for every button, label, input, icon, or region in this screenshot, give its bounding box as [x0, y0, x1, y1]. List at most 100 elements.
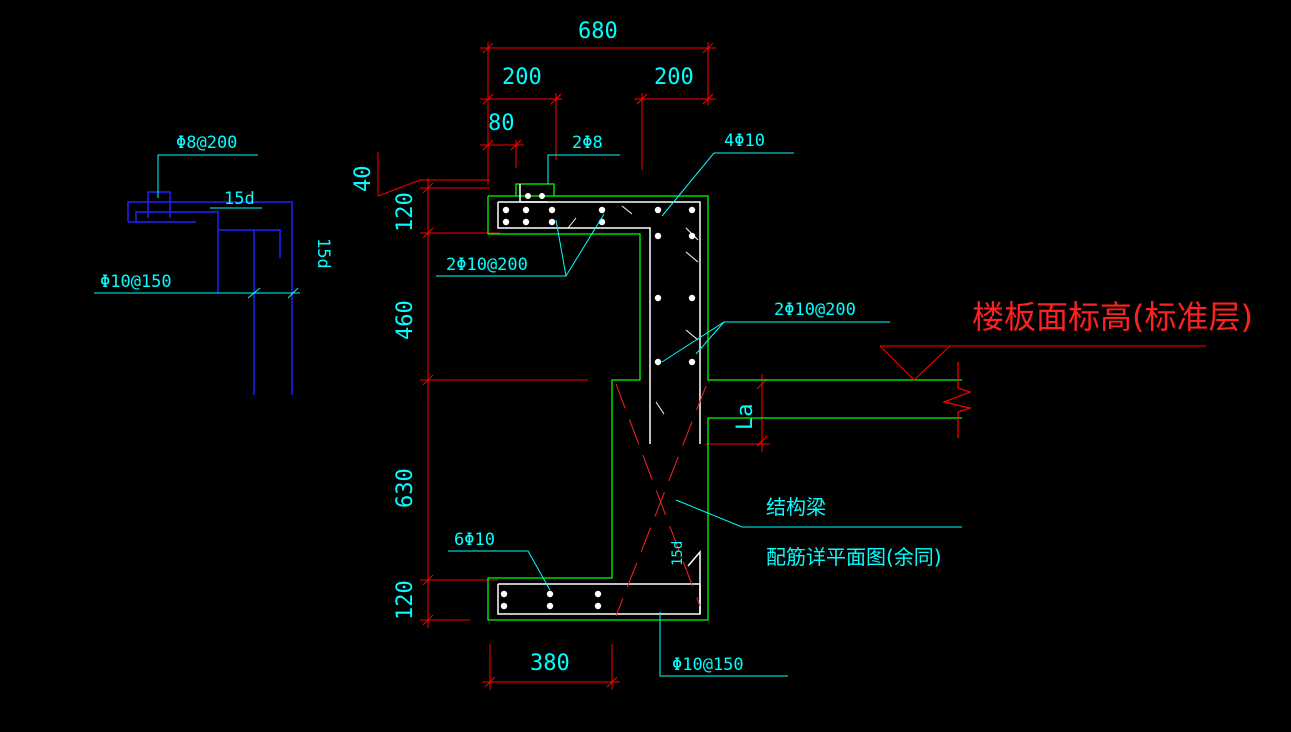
dot-top-4	[522, 218, 530, 226]
section-outline	[487, 183, 962, 621]
dim-630-text: 630	[393, 468, 418, 508]
hatch-wall-2	[685, 329, 699, 341]
leader-2phi10-200-side-b	[695, 321, 725, 355]
tick-v4	[422, 574, 434, 586]
label-2phi8: 2Φ8	[572, 133, 603, 153]
dim-la-text: La	[733, 404, 758, 431]
tick-la-a	[756, 378, 768, 390]
label-15d-bottom: 15d	[670, 541, 686, 566]
dot-bottom-3	[546, 590, 554, 598]
detail-15d-side-label: 15d	[313, 238, 333, 269]
tick-200l-b	[550, 93, 562, 105]
upper-hatch	[567, 205, 699, 415]
dim-80-text: 80	[488, 111, 515, 136]
dot-upstand-1	[525, 193, 531, 199]
dim-40-leader	[377, 179, 490, 197]
tick-680-a	[482, 42, 494, 54]
detail-inner-bar	[135, 211, 219, 230]
tick-a	[247, 287, 261, 299]
tick-200r-b	[702, 93, 714, 105]
detail-side-hook	[218, 229, 281, 258]
dot-corner-3	[654, 232, 662, 240]
leader-6phi10	[448, 550, 551, 591]
hatch-top-2	[567, 217, 577, 229]
detail-outer-bar	[127, 201, 293, 395]
dim-200-right-text: 200	[654, 65, 694, 90]
dim-40-text: 40	[351, 166, 376, 193]
tick-80-a	[482, 139, 494, 151]
dot-bottom-6	[594, 602, 602, 610]
leader-4phi10	[661, 152, 794, 217]
dim-120-top-text: 120	[393, 192, 418, 232]
leader-2phi8	[547, 154, 620, 184]
dot-wall-1	[654, 294, 662, 302]
phi8-leader	[157, 154, 258, 198]
tick-v5	[422, 614, 434, 626]
dot-bottom-1	[500, 590, 508, 598]
beam-diag-2	[615, 385, 707, 617]
detail-stirrup-hook	[147, 191, 171, 218]
tick-v2	[422, 227, 434, 239]
dim-120-bottom-text: 120	[393, 580, 418, 620]
slab-break	[941, 362, 973, 438]
dim-460-text: 460	[393, 300, 418, 340]
label-2phi10-200-side: 2Φ10@200	[774, 300, 856, 320]
dot-top-5	[548, 206, 556, 214]
top-inner-bar	[497, 202, 651, 444]
dot-bottom-2	[500, 602, 508, 610]
outline-top-right	[488, 195, 962, 381]
hook-detail	[127, 191, 293, 395]
rebar-lines	[497, 184, 701, 615]
leader-phi10-150	[659, 612, 788, 677]
floor-elevation-title: 楼板面标高(标准层)	[972, 298, 1253, 336]
dim-200-left-text: 200	[502, 65, 542, 90]
detail-15d-top-label: 15d	[224, 189, 255, 209]
tick-380-b	[606, 676, 618, 688]
tick-b	[287, 287, 299, 299]
dimension-lines	[377, 42, 770, 690]
tick-200r-a	[636, 93, 648, 105]
reinforcement-note: 配筋详平面图(余同)	[766, 545, 942, 569]
tick-380-a	[484, 676, 496, 688]
top-outer-bar	[498, 201, 701, 444]
dot-top-8	[598, 218, 606, 226]
dot-top-1	[502, 206, 510, 214]
tick-200l-a	[482, 93, 494, 105]
tick-80-b	[510, 139, 522, 151]
hatch-wall-1	[685, 251, 699, 263]
label-4phi10: 4Φ10	[724, 131, 765, 151]
structural-beam-label: 结构梁	[766, 495, 826, 519]
dim-680-text: 680	[578, 19, 618, 44]
dot-corner-4	[688, 232, 696, 240]
dot-top-7	[598, 206, 606, 214]
dot-top-2	[502, 218, 510, 226]
dot-top-6	[548, 218, 556, 226]
upstand-outline	[515, 183, 555, 196]
hatch-top-1	[621, 205, 633, 215]
bottom-bars	[497, 583, 701, 615]
outline-main	[487, 196, 962, 621]
leader-lines	[436, 152, 962, 677]
dot-wall-4	[688, 358, 696, 366]
elevation-triangle	[879, 345, 951, 381]
detail-phi8-label: Φ8@200	[176, 133, 237, 153]
dot-bottom-5	[594, 590, 602, 598]
tick-v3	[422, 374, 434, 386]
bottom-hook	[687, 549, 701, 614]
dot-corner-2	[688, 206, 696, 214]
dot-wall-2	[688, 294, 696, 302]
label-phi10-150: Φ10@150	[672, 655, 744, 675]
dot-upstand-2	[539, 193, 545, 199]
hatch-corner-1	[685, 227, 699, 241]
tick-v1	[422, 182, 434, 194]
dot-corner-1	[654, 206, 662, 214]
label-6phi10: 6Φ10	[454, 530, 495, 550]
dot-wall-3	[654, 358, 662, 366]
leader-2phi10-200-upper-b	[555, 219, 567, 277]
dot-bottom-4	[546, 602, 554, 610]
break-symbol	[941, 362, 973, 438]
beam-section-hatch	[615, 383, 707, 617]
beam-diag-1	[615, 383, 701, 607]
detail-leaders	[94, 154, 300, 299]
